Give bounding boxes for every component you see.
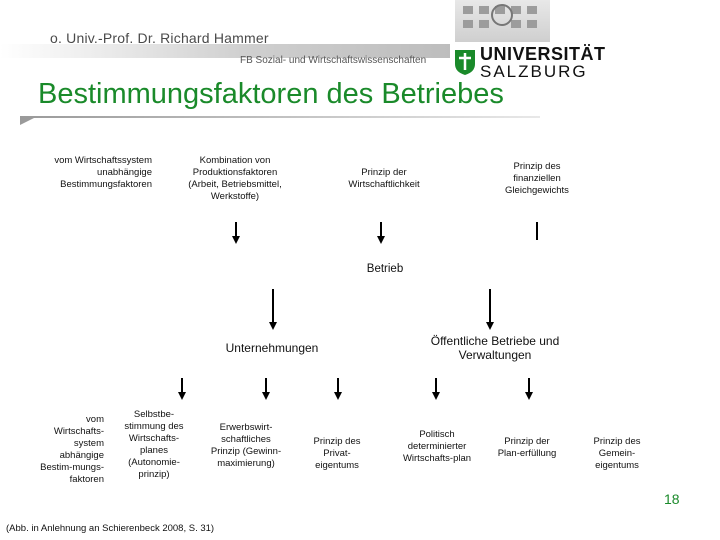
bottom-factor-profit: Erwerbswirt-schaftliches Prinzip (Gewinn… [210, 422, 282, 469]
source-citation: (Abb. in Anlehnung an Schierenbeck 2008,… [6, 523, 215, 534]
center-label-betrieb: Betrieb [366, 263, 404, 275]
branch-oeffentliche-betriebe: Öffentliche Betriebe und Verwaltungen [430, 334, 560, 362]
top-factor-financial-balance: Prinzip des finanziellen Gleichgewichts [505, 161, 569, 196]
arrow-head [232, 236, 240, 244]
arrow-line [489, 289, 491, 322]
page-title: Bestimmungsfaktoren des Betriebes [38, 78, 504, 110]
building-photo [455, 0, 550, 42]
top-factor-independent: vom Wirtschaftssystem unabhängige Bestim… [54, 155, 152, 190]
arrow-head [525, 392, 533, 400]
branch-unternehmungen: Unternehmungen [225, 341, 319, 355]
arrow-head [432, 392, 440, 400]
title-corner-marker [20, 117, 36, 125]
arrow-line [181, 378, 183, 392]
university-logo-icon [455, 50, 475, 75]
arrow-line [337, 378, 339, 392]
top-factor-production: Kombination von Produktionsfaktoren (Arb… [188, 155, 282, 202]
university-name-line2: SALZBURG [480, 62, 588, 81]
arrow-head [262, 392, 270, 400]
faculty-name: FB Sozial- und Wirtschaftswissenschaften [240, 55, 427, 66]
arrow-line [272, 289, 274, 322]
arrow-head [486, 322, 494, 330]
arrow-head [178, 392, 186, 400]
header-gradient-bar [0, 44, 450, 58]
bottom-factor-plan-fulfilment: Prinzip der Plan-erfüllung [497, 436, 557, 459]
arrow-head [377, 236, 385, 244]
arrow-line [235, 222, 237, 236]
arrow-line [435, 378, 437, 392]
arrow-line [265, 378, 267, 392]
arrow-line [380, 222, 382, 236]
arrow-line [536, 222, 538, 240]
bottom-factor-political-plan: Politisch determinierter Wirtschafts-pla… [402, 429, 472, 464]
bottom-factor-dependent: vom Wirtschafts-system abhängige Bestim-… [40, 414, 104, 485]
bottom-factor-common-property: Prinzip des Gemein-eigentums [593, 436, 641, 471]
author-name: o. Univ.-Prof. Dr. Richard Hammer [50, 30, 269, 46]
university-name-line1: UNIVERSITÄT [480, 44, 606, 64]
top-factor-economy: Prinzip der Wirtschaftlichkeit [348, 167, 420, 190]
arrow-head [334, 392, 342, 400]
page-number: 18 [664, 491, 680, 507]
arrow-head [269, 322, 277, 330]
title-underline [20, 116, 540, 118]
bottom-factor-autonomy: Selbstbe-stimmung des Wirtschafts-planes… [124, 409, 184, 480]
arrow-line [528, 378, 530, 392]
bottom-factor-private-property: Prinzip des Privat-eigentums [313, 436, 361, 471]
